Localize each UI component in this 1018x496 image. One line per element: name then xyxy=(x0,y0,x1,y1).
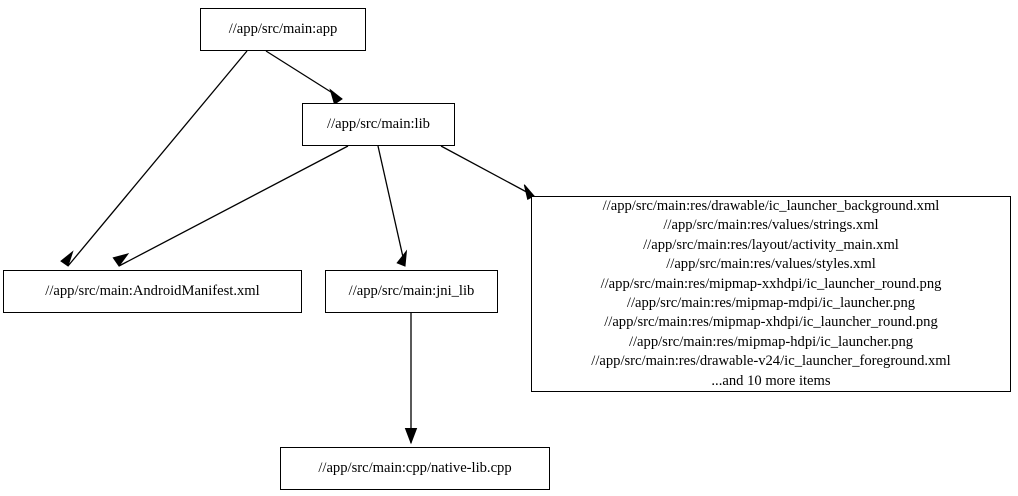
edge-lib-to-manifest xyxy=(118,145,349,267)
node-native-lib-cpp-label: //app/src/main:cpp/native-lib.cpp xyxy=(318,460,512,477)
node-jni-lib-label: //app/src/main:jni_lib xyxy=(348,283,475,300)
arrowhead-lib-to-jni xyxy=(396,249,408,267)
node-lib-label: //app/src/main:lib xyxy=(327,116,430,133)
edge-app-to-manifest xyxy=(67,50,248,267)
node-lib[interactable]: //app/src/main:lib xyxy=(302,103,455,146)
edges-group xyxy=(60,50,535,445)
node-resources-list[interactable]: //app/src/main:res/drawable/ic_launcher_… xyxy=(531,196,1011,392)
arrowhead-app-to-manifest xyxy=(60,250,74,267)
node-android-manifest-label: //app/src/main:AndroidManifest.xml xyxy=(45,283,260,300)
arrowhead-jni-to-native xyxy=(404,428,418,445)
arrowhead-lib-to-manifest xyxy=(112,253,130,267)
node-resources-list-label: //app/src/main:res/drawable/ic_launcher_… xyxy=(591,197,951,389)
node-native-lib-cpp[interactable]: //app/src/main:cpp/native-lib.cpp xyxy=(280,447,550,490)
node-app-label: //app/src/main:app xyxy=(228,21,338,38)
arrowhead-app-to-lib xyxy=(329,88,343,105)
node-app[interactable]: //app/src/main:app xyxy=(200,8,366,51)
edge-app-to-lib xyxy=(265,50,343,100)
edge-lib-to-resources xyxy=(440,145,535,197)
edge-lib-to-jni xyxy=(377,145,406,267)
node-jni-lib[interactable]: //app/src/main:jni_lib xyxy=(325,270,498,313)
node-android-manifest[interactable]: //app/src/main:AndroidManifest.xml xyxy=(3,270,302,313)
